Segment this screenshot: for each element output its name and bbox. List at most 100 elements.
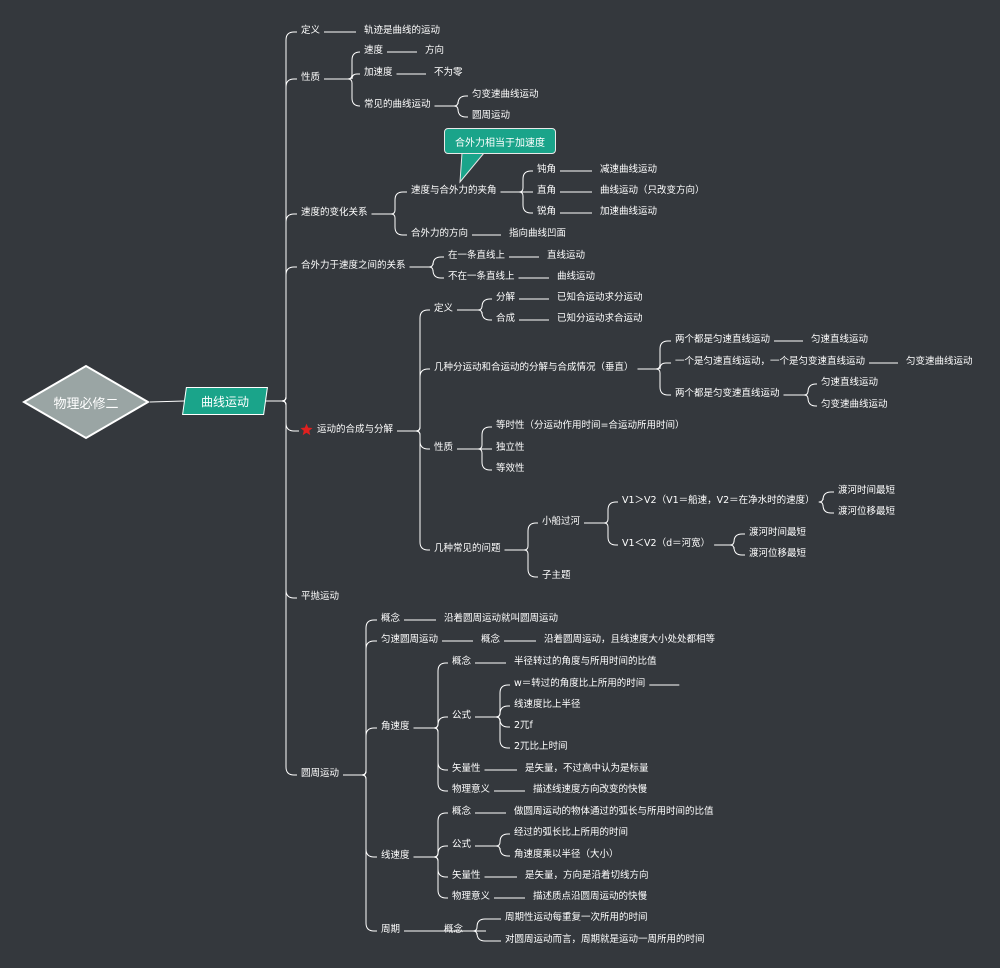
connector-n5b3a <box>803 383 817 396</box>
topic-node-n2b1[interactable]: 不为零 <box>434 67 463 78</box>
connector-n3a1 <box>518 170 533 193</box>
topic-node-n5d1b[interactable]: V1＜V2（d＝河宽） <box>622 538 711 549</box>
topic-node-n5b1[interactable]: 两个都是匀速直线运动 <box>675 334 771 345</box>
connector-n7c4 <box>433 727 448 792</box>
topic-node-n5d2[interactable]: 子主题 <box>542 570 571 581</box>
topic-node-n4[interactable]: 合外力于速度之间的关系 <box>301 260 406 271</box>
topic-node-n7d3a[interactable]: 是矢量，方向是沿着切线方向 <box>525 870 649 881</box>
topic-node-n7c4a[interactable]: 描述线速度方向改变的快慢 <box>533 784 648 795</box>
topic-node-n3a1[interactable]: 钝角 <box>537 164 557 175</box>
connector-n7b <box>361 640 377 776</box>
topic-node-n2c[interactable]: 常见的曲线运动 <box>364 99 431 110</box>
root-node-label[interactable]: 物理必修二 <box>53 396 119 412</box>
topic-node-n7d4[interactable]: 物理意义 <box>452 891 491 902</box>
topic-node-n7c2c[interactable]: 2兀f <box>514 720 533 731</box>
topic-node-n7c2[interactable]: 公式 <box>452 710 472 721</box>
topic-node-n5d1b2[interactable]: 渡河位移最短 <box>749 548 807 559</box>
connector-n5d1a2 <box>818 501 834 514</box>
topic-node-n5d1[interactable]: 小船过河 <box>542 516 581 527</box>
topic-node-n7c[interactable]: 角速度 <box>381 721 410 732</box>
topic-node-n1a[interactable]: 轨迹是曲线的运动 <box>364 25 441 36</box>
connector-n5c <box>415 430 430 450</box>
topic-node-n2c1[interactable]: 匀变速曲线运动 <box>472 89 539 100</box>
topic-node-n4a[interactable]: 在一条直线上 <box>448 250 506 261</box>
topic-node-n5b3[interactable]: 两个都是匀变速直线运动 <box>675 388 780 399</box>
topic-node-n2a[interactable]: 速度 <box>364 45 384 56</box>
topic-node-n5c3[interactable]: 等效性 <box>496 463 525 474</box>
topic-node-n3b1[interactable]: 指向曲线凹面 <box>509 228 567 239</box>
topic-node-n2c2[interactable]: 圆周运动 <box>472 110 511 121</box>
topic-node-n7e1[interactable]: 概念 <box>444 924 464 935</box>
topic-node-n3a1a[interactable]: 减速曲线运动 <box>600 164 658 175</box>
topic-node-n7a[interactable]: 概念 <box>381 613 401 624</box>
topic-node-n5[interactable]: 运动的合成与分解 <box>317 424 394 435</box>
topic-node-n5c2[interactable]: 独立性 <box>496 442 525 453</box>
topic-node-n5d1a[interactable]: V1＞V2（V1＝船速，V2＝在净水时的速度） <box>622 495 815 506</box>
topic-node-n7d1a[interactable]: 做圆周运动的物体通过的弧长与所用时间的比值 <box>514 806 714 817</box>
connector-n5d1b <box>603 522 618 546</box>
topic-node-n5a2a[interactable]: 已知分运动求合运动 <box>557 313 643 324</box>
connector-n7c2b <box>495 705 510 718</box>
connector-n7c2c <box>495 716 510 728</box>
topic-node-n5d1b1[interactable]: 渡河时间最短 <box>749 527 807 538</box>
topic-node-n5c1[interactable]: 等时性（分运动作用时间=合运动所用时间） <box>496 420 685 431</box>
topic-node-n5a2[interactable]: 合成 <box>496 313 516 324</box>
topic-node-n5b1a[interactable]: 匀速直线运动 <box>811 334 869 345</box>
topic-node-n5a[interactable]: 定义 <box>434 303 454 314</box>
connector-n7e1b <box>472 930 501 942</box>
topic-node-n7d4a[interactable]: 描述质点沿圆周运动的快慢 <box>533 891 648 902</box>
connector-n7c3 <box>433 727 448 771</box>
topic-node-n3b[interactable]: 合外力的方向 <box>411 228 469 239</box>
topic-node-n7d2[interactable]: 公式 <box>452 839 472 850</box>
topic-node-n7c2b[interactable]: 线速度比上半径 <box>514 699 581 710</box>
topic-node-n7[interactable]: 圆周运动 <box>301 768 340 779</box>
main-branch-label[interactable]: 曲线运动 <box>200 394 249 409</box>
topic-node-n7c2d[interactable]: 2兀比上时间 <box>514 741 568 752</box>
topic-node-n3a3a[interactable]: 加速曲线运动 <box>600 206 658 217</box>
topic-node-n7c3a[interactable]: 是矢量，不过高中认为是标量 <box>525 763 649 774</box>
topic-node-n6[interactable]: 平抛运动 <box>301 591 340 602</box>
topic-node-n1[interactable]: 定义 <box>301 25 321 36</box>
topic-node-n5b2[interactable]: 一个是匀速直线运动，一个是匀变速直线运动 <box>675 356 866 367</box>
topic-node-n7e[interactable]: 周期 <box>381 924 401 935</box>
topic-node-n5d1a2[interactable]: 渡河位移最短 <box>838 506 896 517</box>
topic-node-n7d[interactable]: 线速度 <box>381 850 410 861</box>
topic-node-n7b[interactable]: 匀速圆周运动 <box>381 634 439 645</box>
topic-node-n7b1a[interactable]: 沿着圆周运动，且线速度大小处处都相等 <box>544 634 716 645</box>
topic-node-n4b1[interactable]: 曲线运动 <box>557 271 596 282</box>
topic-node-n5d[interactable]: 几种常见的问题 <box>434 543 501 554</box>
topic-node-n5b3b[interactable]: 匀变速曲线运动 <box>821 399 888 410</box>
topic-node-n5b3a[interactable]: 匀速直线运动 <box>821 377 879 388</box>
topic-node-n7d2b[interactable]: 角速度乘以半径（大小） <box>514 849 619 860</box>
topic-node-n7d1[interactable]: 概念 <box>452 806 472 817</box>
topic-node-n5c[interactable]: 性质 <box>434 442 454 453</box>
topic-node-n7c4[interactable]: 物理意义 <box>452 784 491 795</box>
topic-node-n7c1[interactable]: 概念 <box>452 656 472 667</box>
topic-node-n7b1[interactable]: 概念 <box>481 634 501 645</box>
topic-node-n7c3[interactable]: 矢量性 <box>452 763 481 774</box>
connector-n7d2b <box>495 845 510 857</box>
topic-node-n7e1a[interactable]: 周期性运动每重复一次所用的时间 <box>505 912 648 923</box>
topic-node-n7c2a[interactable]: w＝转过的角度比上所用的时间 <box>514 678 646 689</box>
topic-node-n3a2[interactable]: 直角 <box>537 185 557 196</box>
topic-node-n5b2a[interactable]: 匀变速曲线运动 <box>906 356 973 367</box>
connector-n5d2 <box>523 549 538 578</box>
topic-node-n2a1[interactable]: 方向 <box>425 45 445 56</box>
topic-node-n3[interactable]: 速度的变化关系 <box>301 207 368 218</box>
topic-node-n7e1b[interactable]: 对圆周运动而言，周期就是运动一周所用的时间 <box>505 934 705 945</box>
topic-node-n7d2a[interactable]: 经过的弧长比上所用的时间 <box>514 827 629 838</box>
topic-node-n5a1a[interactable]: 已知合运动求分运动 <box>557 292 643 303</box>
topic-node-n3a2a[interactable]: 曲线运动（只改变方向） <box>600 185 705 196</box>
topic-node-n7c1a[interactable]: 半径转过的角度与所用时间的比值 <box>514 656 657 667</box>
topic-node-n5b[interactable]: 几种分运动和合运动的分解与合成情况（垂直） <box>434 362 634 373</box>
topic-node-n4b[interactable]: 不在一条直线上 <box>448 271 515 282</box>
topic-node-n5a1[interactable]: 分解 <box>496 292 516 303</box>
topic-node-n2b[interactable]: 加速度 <box>364 67 393 78</box>
topic-node-n3a[interactable]: 速度与合外力的夹角 <box>411 185 497 196</box>
topic-node-n2[interactable]: 性质 <box>301 72 321 83</box>
topic-node-n7d3[interactable]: 矢量性 <box>452 870 481 881</box>
topic-node-n7a1[interactable]: 沿着圆周运动就叫圆周运动 <box>444 613 559 624</box>
topic-node-n4a1[interactable]: 直线运动 <box>547 250 586 261</box>
topic-node-n3a3[interactable]: 锐角 <box>537 206 557 217</box>
topic-node-n5d1a1[interactable]: 渡河时间最短 <box>838 485 896 496</box>
